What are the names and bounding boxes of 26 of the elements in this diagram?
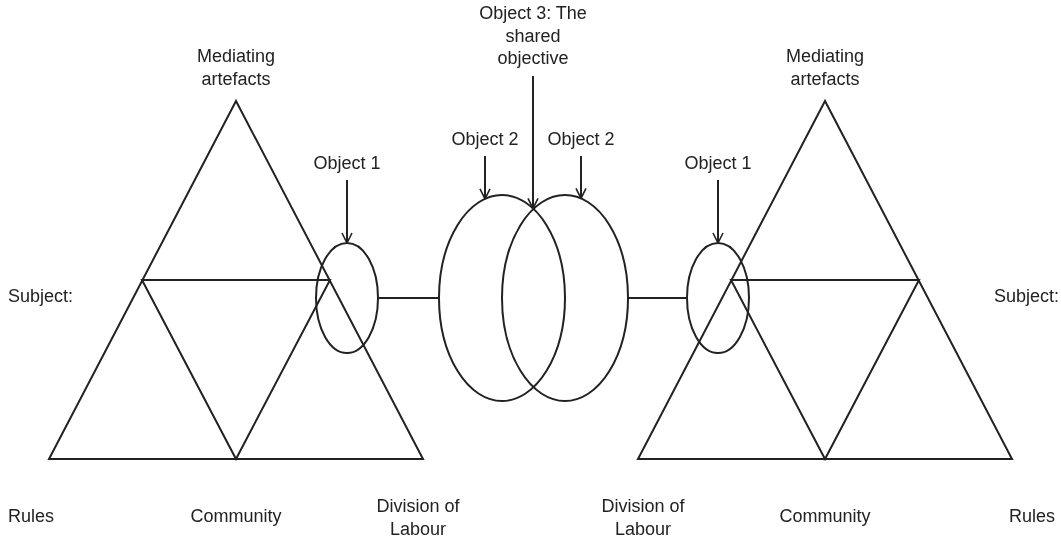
object-ellipse — [315, 242, 379, 354]
connector-line — [377, 297, 440, 299]
object-label: Object 3: The shared objective — [468, 2, 598, 70]
corner-label: Division of Labour — [375, 495, 461, 540]
object-label: Object 1 — [300, 152, 394, 175]
arrow — [527, 75, 539, 210]
object-ellipse — [686, 242, 750, 354]
arrow — [712, 179, 724, 244]
arrow — [341, 179, 353, 244]
object-ellipse — [501, 194, 629, 402]
corner-label: Community — [778, 505, 872, 528]
corner-label: Subject: — [8, 285, 75, 308]
corner-label: Subject: — [992, 285, 1059, 308]
corner-label: Rules — [1007, 505, 1055, 528]
arrow — [479, 155, 491, 200]
arrow — [575, 155, 587, 200]
corner-label: Mediating artefacts — [784, 45, 865, 90]
connector-line — [627, 297, 688, 299]
object-label: Object 2 — [539, 128, 623, 151]
corner-label: Rules — [8, 505, 56, 528]
corner-label: Mediating artefacts — [195, 45, 276, 90]
object-label: Object 2 — [443, 128, 527, 151]
object-label: Object 1 — [671, 152, 765, 175]
corner-label: Community — [189, 505, 283, 528]
corner-label: Division of Labour — [600, 495, 686, 540]
object-ellipse — [438, 194, 566, 402]
